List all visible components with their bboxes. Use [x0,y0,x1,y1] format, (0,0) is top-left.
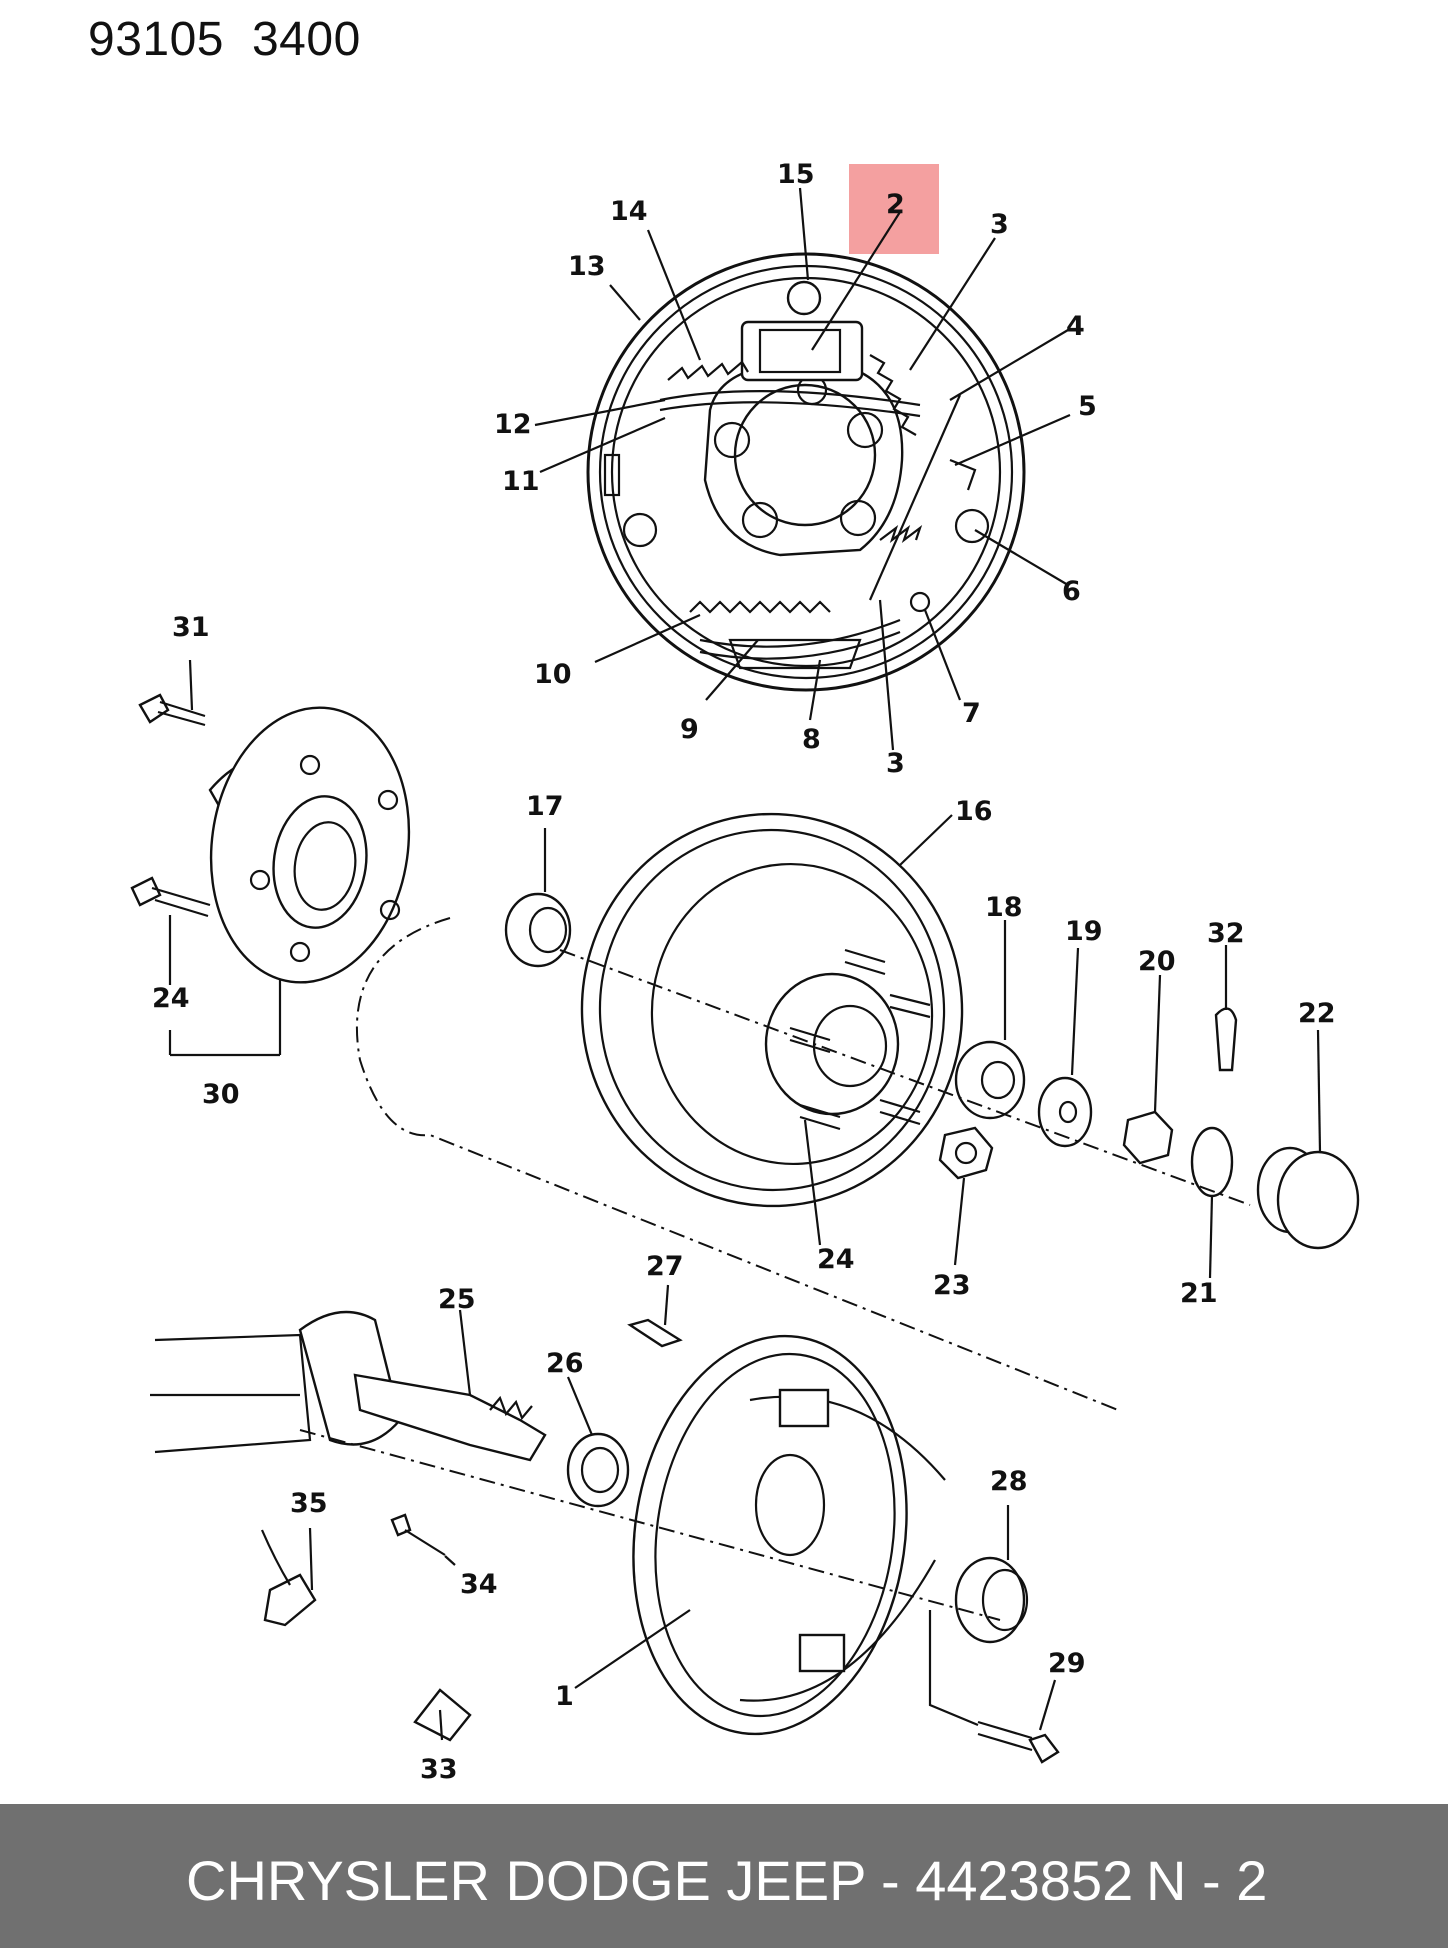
highlight-box [849,164,939,254]
callout-11: 11 [502,466,540,497]
callout-16: 16 [955,796,993,827]
callout-4: 4 [1066,311,1085,342]
diagram-code-2: 3400 [251,13,361,66]
callout-3-top: 3 [990,209,1009,240]
callout-34: 34 [460,1569,498,1600]
callout-9: 9 [680,714,699,745]
callout-22: 22 [1298,998,1336,1029]
leader-lines [168,187,1322,1741]
callout-23: 23 [933,1270,971,1301]
callout-33: 33 [420,1754,458,1785]
callout-25: 25 [438,1284,476,1315]
callout-3-bottom: 3 [886,748,905,779]
callout-2: 2 [886,189,905,220]
callout-17: 17 [526,791,564,822]
callout-24-left: 24 [152,983,190,1014]
callout-18: 18 [985,892,1023,923]
callout-13: 13 [568,251,606,282]
callout-1: 1 [555,1681,574,1712]
callout-5: 5 [1078,391,1097,422]
footer-brand-part: CHRYSLER DODGE JEEP - 4423852 [186,1849,1134,1912]
footer-bar: CHRYSLER DODGE JEEP - 4423852 N - 2 [0,1804,1448,1948]
callout-labels: 15 2 3 14 13 4 5 12 11 6 10 7 9 8 3 31 1… [152,159,1336,1785]
callout-8: 8 [802,724,821,755]
callout-12: 12 [494,409,532,440]
backing-plate-bottom [150,1310,1060,1764]
callout-30: 30 [202,1079,240,1110]
diagram-code: 93105 3400 [88,12,389,67]
callout-32: 32 [1207,918,1245,949]
brake-assembly-top [586,252,1026,692]
callout-19: 19 [1065,916,1103,947]
callout-6: 6 [1062,576,1081,607]
callout-14: 14 [610,196,648,227]
callout-27: 27 [646,1251,684,1282]
callout-20: 20 [1138,946,1176,977]
callout-21: 21 [1180,1278,1218,1309]
callout-29: 29 [1048,1648,1086,1679]
exploded-parts-diagram: 15 2 3 14 13 4 5 12 11 6 10 7 9 8 3 31 1… [130,159,1360,1785]
hub-flange [130,693,411,984]
callout-26: 26 [546,1348,584,1379]
callout-24-mid: 24 [817,1244,855,1275]
callout-7: 7 [962,698,981,729]
callout-35: 35 [290,1488,328,1519]
callout-31: 31 [172,612,210,643]
callout-15: 15 [777,159,815,190]
diagram-code-1: 93105 [88,13,224,66]
brake-drum [355,812,1360,1411]
callout-10: 10 [534,659,572,690]
footer-page: N - 2 [1146,1849,1268,1912]
callout-28: 28 [990,1466,1028,1497]
